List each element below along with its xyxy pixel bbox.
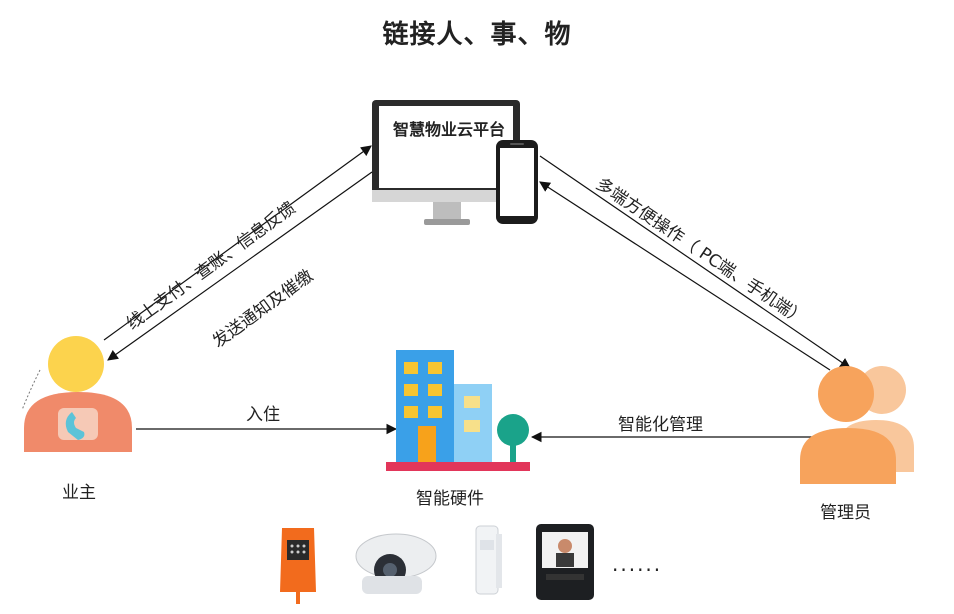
manager-avatar-icon xyxy=(800,366,914,484)
face-recognition-terminal-icon xyxy=(536,524,594,600)
phone-icon xyxy=(496,140,538,224)
arrow-manager-to-platform xyxy=(539,181,831,371)
arrow-label-owner-to-hardware: 入住 xyxy=(246,405,280,425)
access-keypad-device-icon xyxy=(280,528,316,604)
monitor-icon xyxy=(372,100,520,225)
diagram-title: 链接人、事、物 xyxy=(382,20,572,50)
manager-label: 管理员 xyxy=(820,503,871,523)
dome-camera-device-icon xyxy=(355,533,437,594)
arrow-label-manager-to-hardware: 智能化管理 xyxy=(618,415,703,435)
platform-label: 智慧物业云平台 xyxy=(393,120,506,139)
arrow-platform-to-owner xyxy=(107,171,373,361)
motion-sensor-device-icon xyxy=(475,525,502,595)
more-devices-ellipsis: ...... xyxy=(612,552,663,576)
building-icon xyxy=(386,350,530,471)
owner-label: 业主 xyxy=(62,483,96,503)
arrow-platform-to-manager xyxy=(539,155,851,369)
owner-avatar-icon xyxy=(21,336,132,452)
arrow-owner-to-platform xyxy=(103,145,372,341)
hardware-label: 智能硬件 xyxy=(416,489,484,509)
